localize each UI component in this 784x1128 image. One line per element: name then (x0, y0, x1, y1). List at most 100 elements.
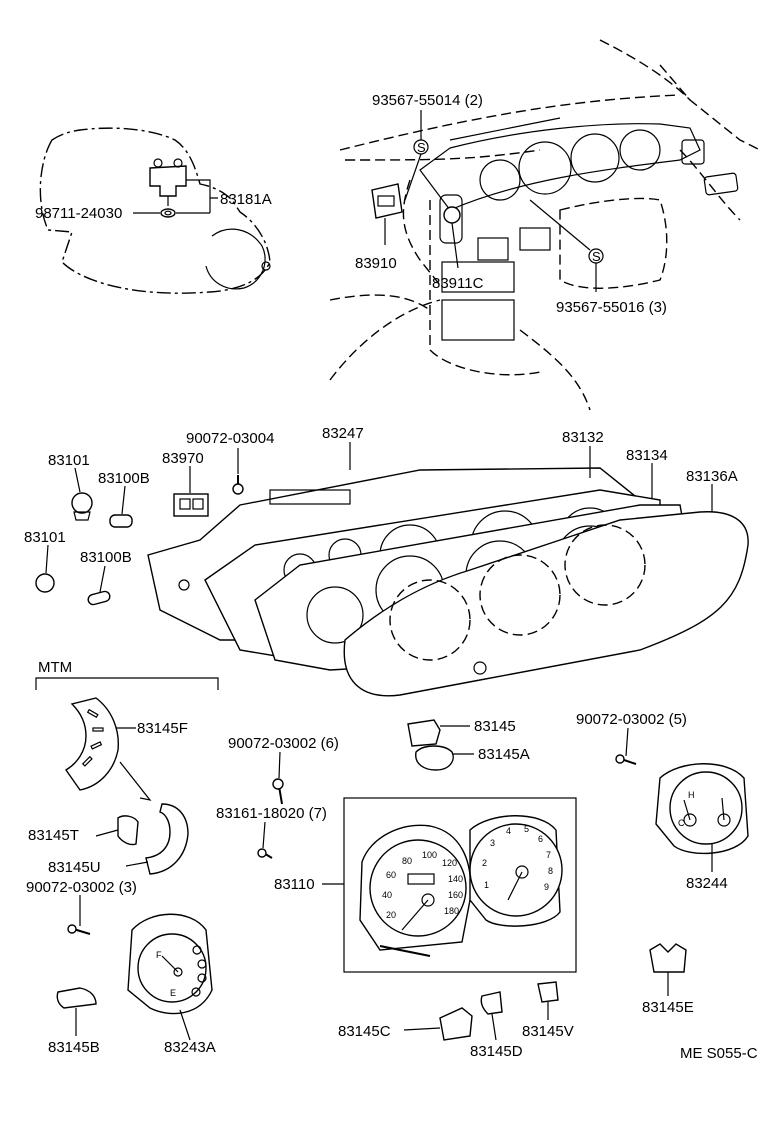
label-83145A: 83145A (478, 746, 530, 763)
tacho-tick: 3 (490, 838, 495, 848)
speedo-tick: 80 (402, 856, 412, 866)
tacho-tick: 5 (524, 824, 529, 834)
label-83145F: 83145F (137, 720, 188, 737)
speedo-tick: 20 (386, 910, 396, 920)
speedo-tick: 160 (448, 890, 463, 900)
bulb-socket-83101-lower[interactable] (35, 573, 55, 593)
leader-93567-55016-b (529, 199, 591, 251)
label-83910: 83910 (355, 255, 397, 272)
speedo-tick: 140 (448, 874, 463, 884)
screw-90072-03002-5[interactable] (615, 754, 637, 765)
label-mtm: MTM (38, 659, 72, 676)
leader-83243A (179, 1009, 191, 1041)
label-83145: 83145 (474, 718, 516, 735)
indicator-plate-83145E[interactable] (649, 943, 687, 973)
label-83145C: 83145C (338, 1023, 391, 1040)
indicator-plate-83145V[interactable] (537, 981, 559, 1003)
screw-symbol: S (417, 140, 426, 155)
label-83110: 83110 (274, 876, 315, 893)
o-ring-98711-24030[interactable] (160, 208, 176, 218)
leader-83911C (451, 222, 459, 269)
screw-90072-03002-3[interactable] (67, 924, 91, 935)
clock-83910[interactable] (371, 183, 403, 219)
label-90072-03002-6: 90072-03002 (6) (228, 735, 339, 752)
label-83145E: 83145E (642, 999, 694, 1016)
bulb-socket-83101-upper[interactable] (71, 492, 93, 521)
leader-93567-55014-b (404, 153, 422, 201)
label-93567-55014: 93567-55014 (2) (372, 92, 483, 109)
tachometer[interactable]: 1 2 3 4 5 6 7 8 9 (469, 815, 563, 927)
indicator-plate-83145U[interactable] (145, 803, 189, 875)
leader-83100B-lower (99, 565, 106, 593)
screw-symbol: S (592, 249, 601, 264)
screw-83161-18020[interactable] (257, 848, 273, 859)
speedo-tick: 120 (442, 858, 457, 868)
fuel-temp-gauge-83243A[interactable]: F E (127, 913, 213, 1015)
tacho-tick: 6 (538, 834, 543, 844)
label-83136A: 83136A (686, 468, 738, 485)
leader-83145D (491, 1013, 497, 1041)
tacho-tick: 1 (484, 880, 489, 890)
temp-cold-mark: C (678, 818, 685, 828)
label-83247: 83247 (322, 425, 364, 442)
label-83145U: 83145U (48, 859, 101, 876)
tacho-tick: 4 (506, 826, 511, 836)
multi-gauge-83244[interactable]: H C (655, 763, 749, 855)
label-83243A: 83243A (164, 1039, 216, 1056)
label-83145T: 83145T (28, 827, 79, 844)
speed-sensor-83181A[interactable] (149, 158, 187, 206)
temp-hot-mark: H (688, 790, 695, 800)
diagram-reference-code: ME S055-C (680, 1045, 758, 1062)
label-83101-upper: 83101 (48, 452, 90, 469)
indicator-plate-83145[interactable] (407, 719, 441, 747)
speedo-tick: 100 (422, 850, 437, 860)
tacho-tick: 2 (482, 858, 487, 868)
bulb-83100B-lower[interactable] (87, 590, 111, 606)
label-90072-03002-5: 90072-03002 (5) (576, 711, 687, 728)
connector-83970[interactable] (173, 493, 209, 517)
indicator-plate-83145T[interactable] (117, 815, 139, 846)
label-83970: 83970 (162, 450, 204, 467)
indicator-plate-83145F[interactable] (64, 697, 119, 791)
leader-90072-03002-5 (625, 727, 629, 757)
screw-90072-03004[interactable] (232, 475, 244, 495)
label-83101-lower: 83101 (24, 529, 66, 546)
screw-93567-55016[interactable]: S (588, 248, 604, 264)
label-83161-18020: 83161-18020 (7) (216, 805, 327, 822)
glass-83136A[interactable] (343, 511, 749, 697)
indicator-plate-83145D[interactable] (480, 991, 503, 1015)
label-83100B-lower: 83100B (80, 549, 132, 566)
screw-90072-03002-6[interactable] (272, 778, 284, 805)
leader-83100B-upper (121, 485, 126, 515)
label-83181A: 83181A (220, 191, 272, 208)
leader-83145U (125, 861, 149, 867)
screw-93567-55014[interactable]: S (413, 139, 429, 155)
transmission-outline (39, 127, 271, 294)
tacho-tick: 8 (548, 866, 553, 876)
speedo-tick: 60 (386, 870, 396, 880)
speedometer[interactable]: 20 40 60 80 100 120 140 160 180 (359, 824, 472, 957)
label-83132: 83132 (562, 429, 604, 446)
bulb-socket-83911C[interactable] (443, 206, 461, 224)
label-83145B: 83145B (48, 1039, 100, 1056)
leader-83181A (186, 179, 218, 199)
label-83134: 83134 (626, 447, 668, 464)
label-83145V: 83145V (522, 1023, 574, 1040)
label-83145D: 83145D (470, 1043, 523, 1060)
label-83100B-upper: 83100B (98, 470, 150, 487)
label-98711-24030: 98711-24030 (35, 205, 122, 222)
leader-83101-lower (45, 544, 49, 574)
indicator-plate-83145C[interactable] (439, 1007, 473, 1041)
leader-83161-18020 (262, 821, 266, 849)
speedo-tick: 40 (382, 890, 392, 900)
indicator-plate-83145B[interactable] (56, 987, 97, 1009)
leader-83101-upper (74, 467, 81, 493)
dashboard-installation-view (329, 39, 761, 411)
bulb-83100B-upper[interactable] (109, 514, 133, 528)
indicator-plate-83145A[interactable] (415, 745, 454, 771)
flow-arrow (119, 761, 152, 801)
label-83244: 83244 (686, 875, 728, 892)
tacho-tick: 7 (546, 850, 551, 860)
label-93567-55016: 93567-55016 (3) (556, 299, 667, 316)
